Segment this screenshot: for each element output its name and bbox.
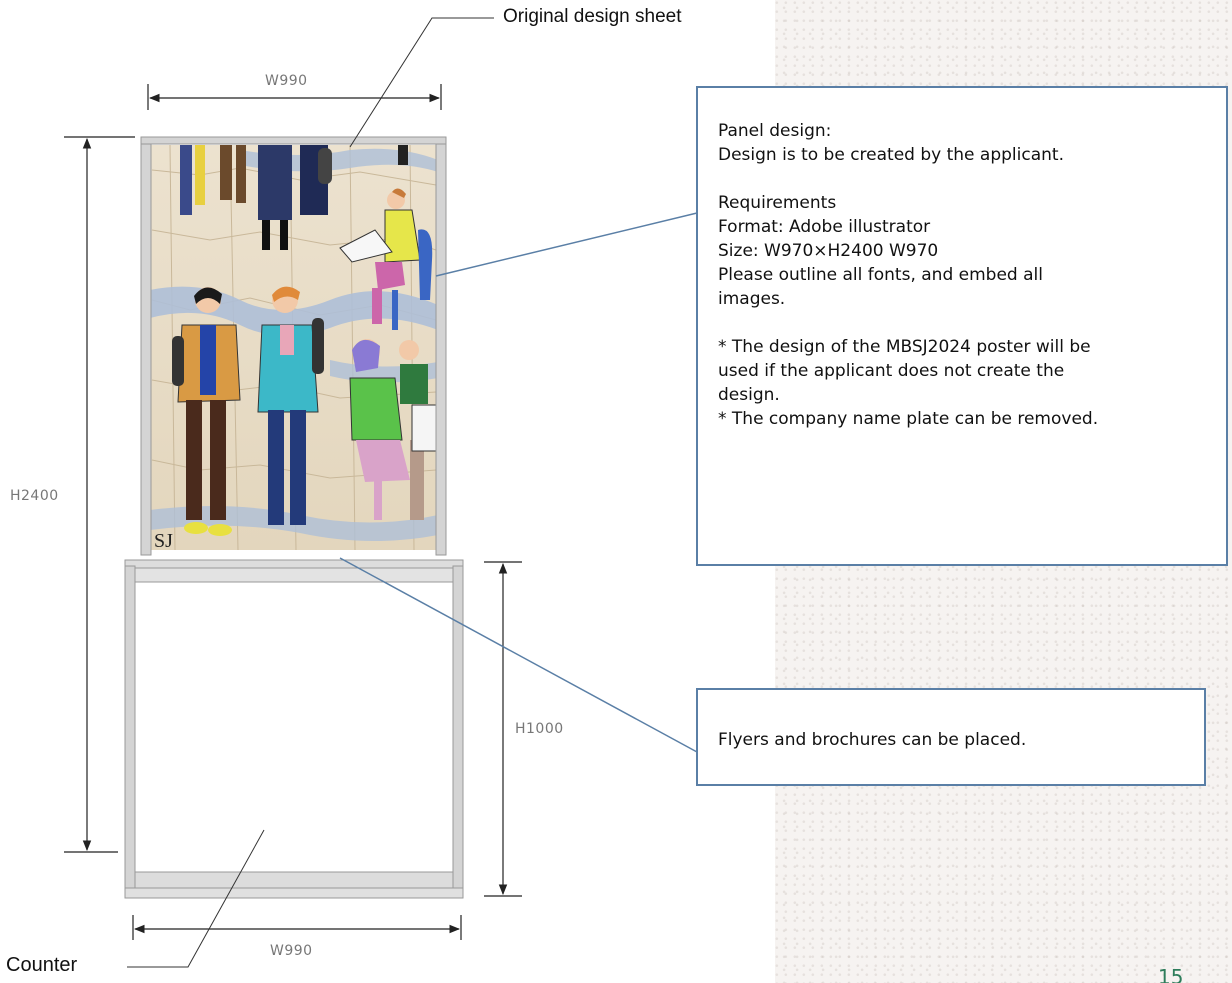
booth-frame bbox=[124, 136, 464, 899]
leader-lines bbox=[127, 17, 698, 968]
top-width-label: W990 bbox=[265, 73, 308, 89]
counter-callout-leader bbox=[339, 557, 698, 753]
poster-artwork bbox=[150, 144, 439, 551]
dimension-lines bbox=[64, 84, 522, 940]
panel-callout-line: Size: W970×H2400 W970 bbox=[718, 241, 939, 261]
counter-callout-text: Flyers and brochures can be placed. bbox=[718, 730, 1027, 750]
panel-callout-line: Requirements bbox=[718, 193, 837, 213]
panel-callout-line: used if the applicant does not create th… bbox=[718, 361, 1065, 381]
original-design-sheet-label: Original design sheet bbox=[503, 6, 682, 27]
panel-callout-line: design. bbox=[718, 385, 780, 405]
panel-callout-leader bbox=[435, 212, 698, 277]
counter-height-label: H1000 bbox=[515, 721, 564, 737]
panel-callout-line: images. bbox=[718, 289, 786, 309]
panel-callout-line: Design is to be created by the applicant… bbox=[718, 145, 1064, 165]
counter-label: Counter bbox=[6, 954, 78, 976]
panel-callout-line bbox=[718, 167, 1208, 191]
total-height-label: H2400 bbox=[10, 488, 59, 504]
panel-callout-line bbox=[718, 311, 1208, 335]
counter-leader bbox=[127, 829, 265, 968]
panel-callout-line: Panel design: bbox=[718, 121, 832, 141]
panel-callout-line: Format: Adobe illustrator bbox=[718, 217, 931, 237]
bottom-width-label: W990 bbox=[270, 943, 313, 959]
panel-callout-line: * The company name plate can be removed. bbox=[718, 409, 1099, 429]
panel-design-callout: Panel design: Design is to be created by … bbox=[696, 86, 1228, 566]
page-number: 15 bbox=[1158, 965, 1184, 983]
panel-callout-line: Please outline all fonts, and embed all bbox=[718, 265, 1043, 285]
design-sheet-leader bbox=[349, 17, 494, 148]
counter-callout: Flyers and brochures can be placed. bbox=[696, 688, 1206, 786]
panel-callout-line: * The design of the MBSJ2024 poster will… bbox=[718, 337, 1091, 357]
poster-corner-text: SJ bbox=[154, 530, 173, 552]
